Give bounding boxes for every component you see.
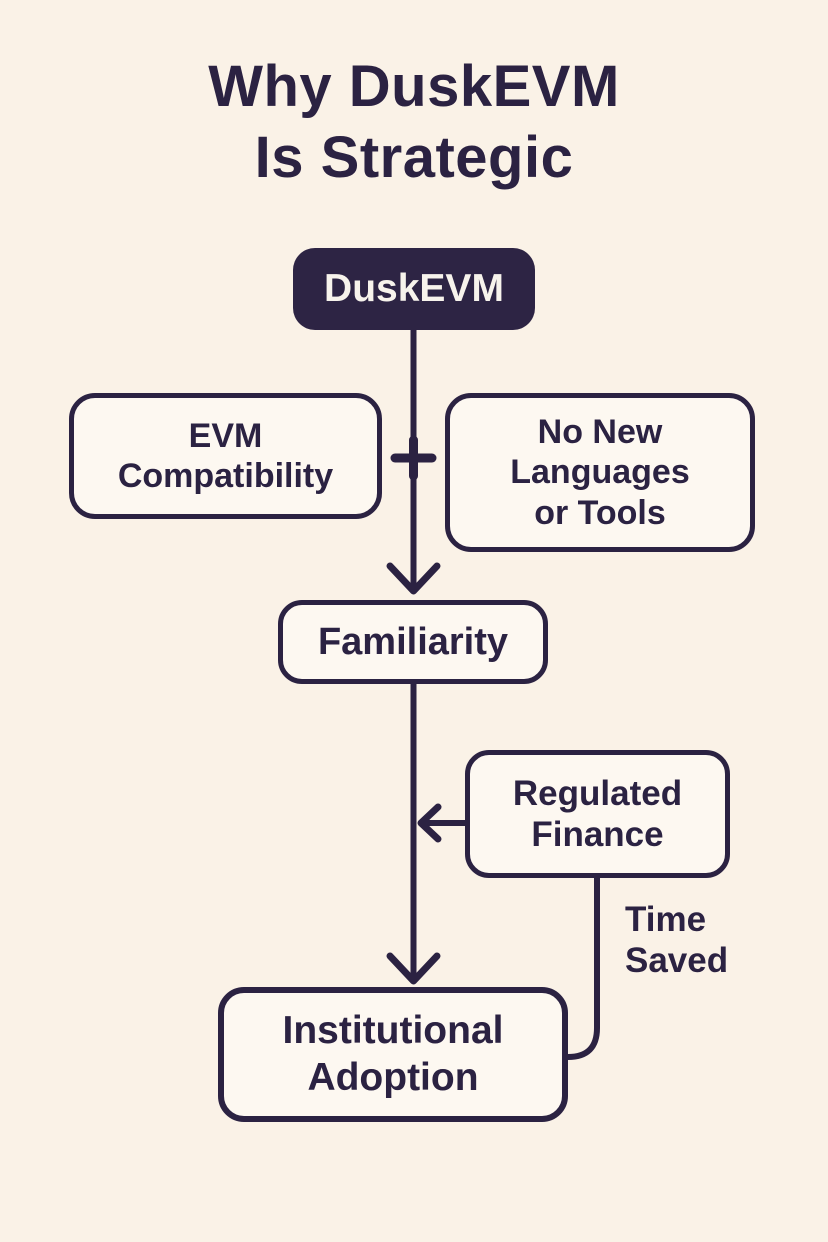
node-familiarity: Familiarity [278,600,548,684]
node-regulated-finance-line2: Finance [531,815,664,854]
connector-duskevm-familiarity [386,328,441,595]
time-saved-line2: Saved [625,940,729,980]
arrow-down-icon [386,952,441,985]
node-regulated-finance: Regulated Finance [465,750,730,878]
node-institutional-adoption-line2: Adoption [307,1055,479,1099]
time-saved-label: Time Saved [625,900,728,981]
node-no-new-languages-or-tools: No New Languages or Tools [445,393,755,552]
node-evm-compatibility-line2: Compatibility [117,457,334,495]
connector-familiarity-institutional [386,684,441,985]
node-no-new-languages-line3: or Tools [534,493,666,532]
arrow-left-icon [417,803,442,843]
node-evm-compatibility-line1: EVM [188,416,263,455]
node-regulated-finance-line1: Regulated [512,773,683,813]
node-no-new-languages-line2: Languages [510,453,690,492]
node-no-new-languages-line1: No New [537,413,663,452]
page-title-line1: Why DuskEVM [208,54,620,119]
plus-icon [390,435,437,481]
node-institutional-adoption: Institutional Adoption [218,987,568,1122]
arrow-down-icon [386,562,441,595]
page-title: Why DuskEVM Is Strategic [0,52,828,194]
time-saved-line1: Time [625,900,707,939]
page-title-line2: Is Strategic [254,124,574,190]
node-duskevm-label: DuskEVM [324,266,504,310]
node-evm-compatibility: EVM Compatibility [69,393,382,519]
node-institutional-adoption-line1: Institutional [282,1009,504,1053]
connector-regulated-institutional [566,877,600,1060]
node-duskevm: DuskEVM [293,248,535,330]
node-familiarity-label: Familiarity [317,620,509,663]
connector-regulated-mainline [417,803,466,843]
